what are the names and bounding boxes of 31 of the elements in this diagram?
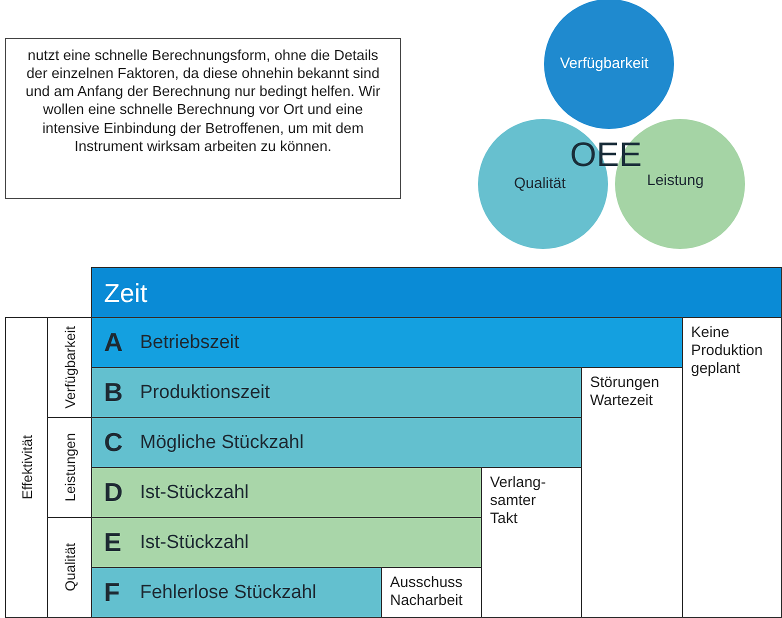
circle-label: Qualität [514, 175, 566, 192]
category-label: Leistungen [62, 433, 78, 502]
loss-label: Verlang-samter Takt [490, 474, 547, 528]
time-bar [91, 367, 582, 418]
time-bar [91, 517, 482, 568]
bar-label: Ist-Stückzahl [140, 532, 249, 554]
bar-letter: B [104, 377, 124, 408]
header-bar: Zeit [91, 267, 782, 318]
time-bar [91, 467, 482, 518]
bar-label: Ist-Stückzahl [140, 482, 249, 504]
bar-letter: F [104, 577, 121, 608]
category-label: Effektivität [18, 435, 34, 500]
bar-letter: C [104, 427, 124, 458]
loss-box: Keine Produktion geplant [682, 317, 782, 618]
category-label: Verfügbarkeit [62, 326, 78, 409]
time-bar [91, 417, 582, 468]
circle-label: Leistung [647, 172, 704, 189]
bar-label: Produktionszeit [140, 382, 270, 404]
bar-label: Mögliche Stückzahl [140, 432, 304, 454]
time-bar [91, 567, 382, 618]
bar-label: Betriebszeit [140, 332, 240, 354]
bar-label: Fehlerlose Stückzahl [140, 582, 316, 604]
bar-letter: E [104, 527, 122, 558]
time-bar [91, 317, 683, 368]
category-label: Qualität [62, 543, 78, 592]
bar-letter: A [104, 327, 124, 358]
category-column [5, 317, 48, 618]
venn-center-label: OEE [570, 136, 642, 175]
text-box: nutzt eine schnelle Berechnungsform, ohne die Details der einzelnen Faktoren, da diese ohnehin bekannt sind und am Anfang der Berechnung nur bedingt helfen. Wir wollen eine schnelle Berechnung vor Ort und eine intensive Einbindung der Betroffenen, um mit dem Instrument wirksam arbeiten zu können. [5, 38, 401, 199]
bar-letter: D [104, 477, 124, 508]
circle-label: Verfügbarkeit [560, 55, 648, 72]
